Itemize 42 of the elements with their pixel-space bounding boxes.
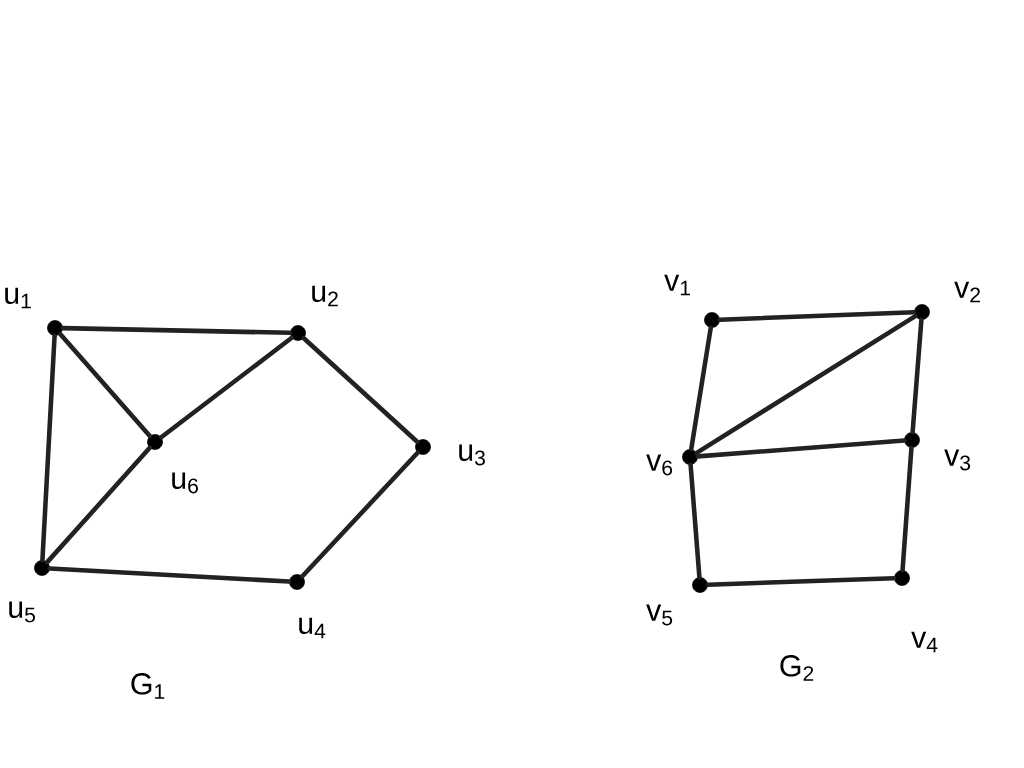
vertex-dot xyxy=(47,320,63,336)
vertex-dot xyxy=(415,439,431,455)
vertex-dot xyxy=(904,432,920,448)
edge-line xyxy=(717,310,917,322)
edge-line xyxy=(910,317,924,435)
vertex-label: u$_{1}$ xyxy=(5,287,31,309)
vertex-dot xyxy=(692,577,708,593)
vertex-dot xyxy=(290,325,306,341)
vertex-label: v$_{2}$ xyxy=(954,281,980,303)
edge-line xyxy=(300,450,420,579)
edge-line xyxy=(158,335,295,440)
graph-label: G$_{2}$ xyxy=(780,655,814,681)
vertex-label: v$_{5}$ xyxy=(646,604,673,626)
edge-line xyxy=(40,333,57,563)
vertex-label: u$_{5}$ xyxy=(9,601,35,623)
vertex-dot xyxy=(147,434,163,450)
vertex-dot xyxy=(682,449,698,465)
vertex-label: v$_{3}$ xyxy=(944,449,971,471)
edge-line xyxy=(694,313,918,456)
vertex-label: v$_{1}$ xyxy=(664,274,690,296)
edge-line xyxy=(44,445,153,565)
vertex-label: v$_{4}$ xyxy=(911,631,938,653)
edge-line xyxy=(900,445,914,573)
edge-line xyxy=(301,336,420,444)
vertex-label: v$_{6}$ xyxy=(646,454,673,476)
vertex-dot xyxy=(289,574,305,590)
vertex-dot xyxy=(34,560,50,576)
edge-line xyxy=(57,331,153,439)
edge-line xyxy=(695,438,907,459)
edge-line xyxy=(47,566,292,584)
vertex-dot xyxy=(914,304,930,320)
vertex-label: u$_{4}$ xyxy=(299,617,326,639)
edge-line xyxy=(705,575,897,587)
vertex-label: u$_{2}$ xyxy=(312,285,338,307)
vertex-label: u$_{3}$ xyxy=(459,444,485,466)
edge-line xyxy=(688,462,702,580)
edge-line xyxy=(688,325,714,452)
vertex-dot xyxy=(704,312,720,328)
edge-line xyxy=(60,325,293,336)
vertex-label: u$_{6}$ xyxy=(172,472,198,494)
graph-label: G$_{1}$ xyxy=(131,673,165,699)
vertex-dot xyxy=(894,570,910,586)
